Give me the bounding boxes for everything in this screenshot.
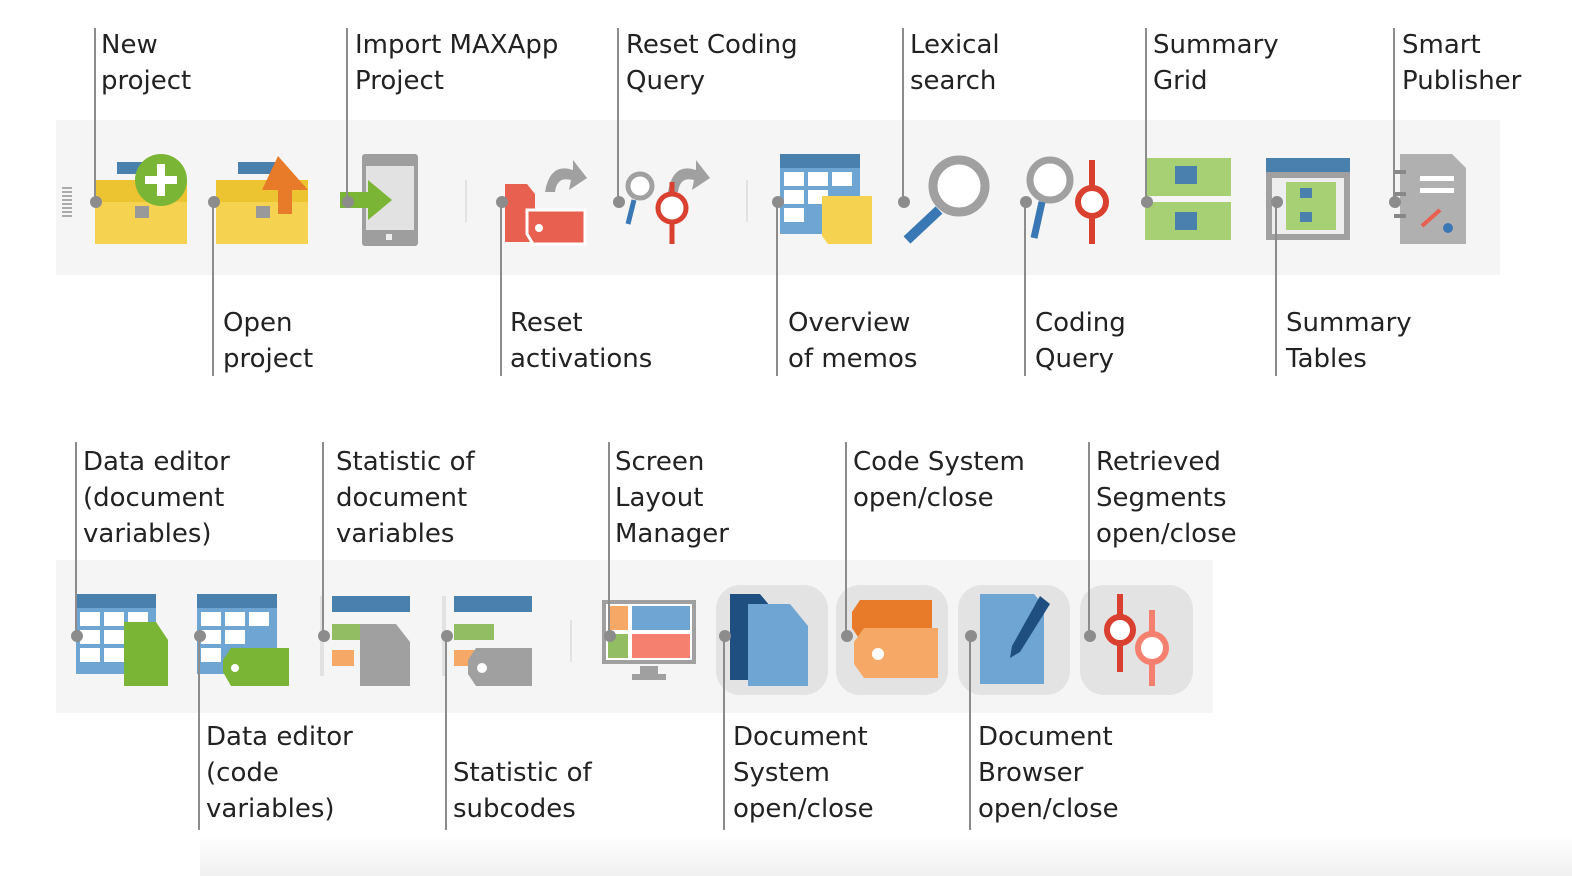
callout-line xyxy=(617,28,619,202)
reset-activations-icon[interactable] xyxy=(505,152,590,247)
label-coding-query: Coding Query xyxy=(1035,308,1126,374)
callout-dot xyxy=(71,630,83,642)
label-data-editor-code-variables: Data editor (code variables) xyxy=(206,722,353,824)
label-overview-of-memos: Overview of memos xyxy=(788,308,918,374)
callout-line xyxy=(1145,28,1147,202)
label-screen-layout-manager: Screen Layout Manager xyxy=(615,447,729,549)
code-system-icon[interactable] xyxy=(850,600,940,680)
toolbar-separator xyxy=(570,620,572,662)
callout-dot xyxy=(1141,196,1153,208)
callout-dot xyxy=(1084,630,1096,642)
callout-line xyxy=(776,202,778,376)
callout-line xyxy=(445,636,447,830)
callout-line xyxy=(500,202,502,376)
callout-dot xyxy=(613,196,625,208)
callout-line xyxy=(212,202,214,376)
label-lexical-search: Lexical search xyxy=(910,30,1000,96)
coding-query-icon[interactable] xyxy=(1020,152,1115,247)
callout-line xyxy=(902,28,904,202)
callout-dot xyxy=(194,630,206,642)
label-open-project: Open project xyxy=(223,308,314,374)
callout-line xyxy=(1393,28,1395,202)
callout-dot xyxy=(719,630,731,642)
callout-line xyxy=(94,28,96,202)
label-reset-coding-query: Reset Coding Query xyxy=(626,30,798,96)
open-project-icon[interactable] xyxy=(216,152,311,247)
label-statistic-of-subcodes: Statistic of subcodes xyxy=(453,758,592,824)
callout-line xyxy=(75,442,77,636)
lexical-search-icon[interactable] xyxy=(903,152,998,247)
screen-layout-manager-icon[interactable] xyxy=(602,598,697,683)
summary-tables-icon[interactable] xyxy=(1266,156,1354,244)
label-smart-publisher: Smart Publisher xyxy=(1402,30,1522,96)
summary-grid-icon[interactable] xyxy=(1145,156,1233,244)
label-new-project: New project xyxy=(101,30,192,96)
callout-dot xyxy=(441,630,453,642)
callout-line xyxy=(969,636,971,830)
smart-publisher-icon[interactable] xyxy=(1390,152,1470,247)
callout-line xyxy=(1275,202,1277,376)
document-browser-icon[interactable] xyxy=(978,592,1053,687)
callout-line xyxy=(1088,442,1090,636)
callout-dot xyxy=(318,630,330,642)
callout-dot xyxy=(772,196,784,208)
retrieved-segments-toggle-bg xyxy=(1080,585,1193,695)
import-maxapp-icon[interactable] xyxy=(336,152,421,247)
label-summary-tables: Summary Tables xyxy=(1286,308,1412,374)
callout-line xyxy=(1024,202,1026,376)
callout-dot xyxy=(90,196,102,208)
callout-line xyxy=(346,28,348,202)
callout-line xyxy=(198,636,200,830)
callout-dot xyxy=(841,630,853,642)
callout-line xyxy=(723,636,725,830)
callout-dot xyxy=(496,196,508,208)
bottom-shadow xyxy=(200,836,1572,876)
callout-dot xyxy=(898,196,910,208)
document-system-icon[interactable] xyxy=(730,592,815,687)
label-import-maxapp-project: Import MAXApp Project xyxy=(355,30,559,96)
toolbar-separator xyxy=(746,180,748,222)
toolbar-grip-handle[interactable] xyxy=(62,187,72,217)
label-retrieved-segments: Retrieved Segments open/close xyxy=(1096,447,1237,549)
overview-memos-icon[interactable] xyxy=(780,152,875,247)
toolbar-separator xyxy=(465,180,467,222)
callout-dot xyxy=(342,196,354,208)
label-code-system: Code System open/close xyxy=(853,447,1025,513)
reset-coding-query-icon[interactable] xyxy=(618,152,713,247)
label-data-editor-document-variables: Data editor (document variables) xyxy=(83,447,230,549)
callout-dot xyxy=(208,196,220,208)
statistic-document-variables-icon[interactable] xyxy=(318,592,413,687)
label-document-browser: Document Browser open/close xyxy=(978,722,1119,824)
retrieved-segments-icon[interactable] xyxy=(1096,592,1176,687)
data-editor-code-variables-icon[interactable] xyxy=(197,592,292,687)
statistic-subcodes-icon[interactable] xyxy=(440,592,535,687)
callout-line xyxy=(845,442,847,636)
label-document-system: Document System open/close xyxy=(733,722,874,824)
callout-dot xyxy=(1271,196,1283,208)
data-editor-document-variables-icon[interactable] xyxy=(76,592,171,687)
label-statistic-document-variables: Statistic of document variables xyxy=(336,447,475,549)
label-reset-activations: Reset activations xyxy=(510,308,653,374)
callout-line xyxy=(322,442,324,636)
callout-line xyxy=(608,442,610,636)
new-project-icon[interactable] xyxy=(95,152,190,247)
callout-dot xyxy=(1020,196,1032,208)
callout-dot xyxy=(1389,196,1401,208)
label-summary-grid: Summary Grid xyxy=(1153,30,1279,96)
callout-dot xyxy=(965,630,977,642)
callout-dot xyxy=(604,630,616,642)
